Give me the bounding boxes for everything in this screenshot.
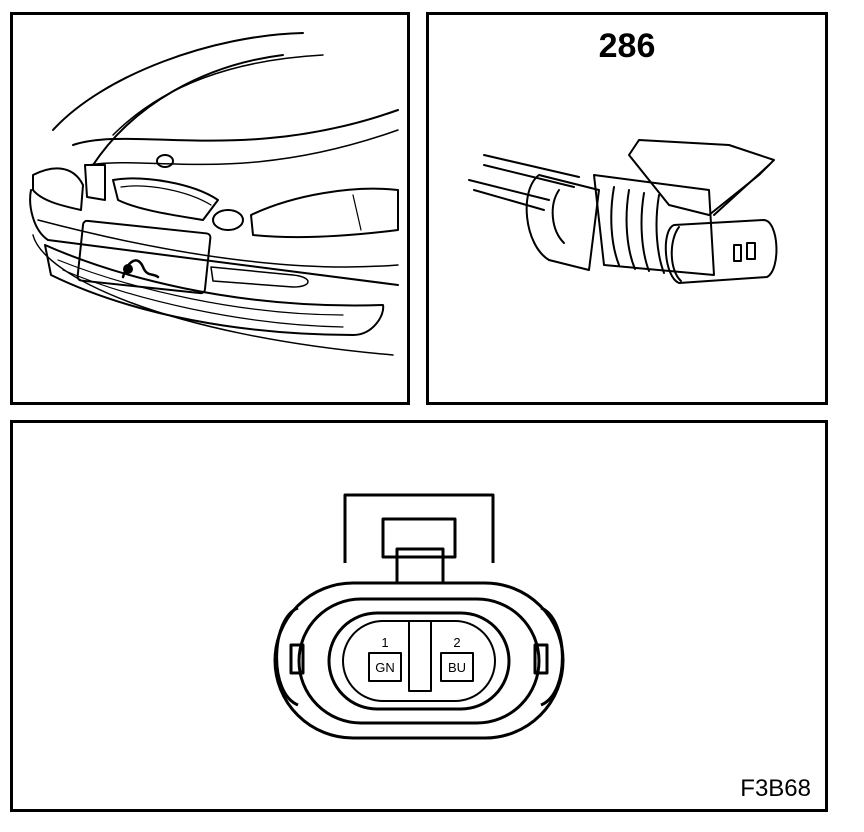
- hood-emblem: [156, 154, 174, 168]
- connector-drawing: [468, 139, 778, 284]
- latch-slot: [381, 517, 457, 559]
- pin-1-number: 1: [381, 635, 388, 650]
- latch-tab: [395, 547, 445, 585]
- connector-face-drawing: 1 GN 2 BU: [273, 493, 565, 740]
- pin-cavity: [327, 611, 511, 711]
- grille: [112, 177, 219, 221]
- car-front-panel: [10, 12, 410, 405]
- connector-face-panel: 1 GN 2 BU F3B68: [10, 420, 828, 812]
- component-reference: 286: [598, 27, 656, 65]
- pin-2-box: [440, 652, 474, 682]
- connector-panel: 286: [426, 12, 828, 405]
- headlight: [250, 187, 399, 239]
- pin-2-wire-color: BU: [448, 660, 466, 675]
- connector-outer-shell: [273, 581, 565, 740]
- license-plate: [76, 219, 212, 295]
- pin-1-wire-color: GN: [375, 660, 395, 675]
- pin-2-number: 2: [453, 635, 460, 650]
- latch-housing: [343, 493, 495, 563]
- figure-id: F3B68: [740, 775, 811, 802]
- connector-inner-shell: [297, 597, 541, 725]
- car-front-drawing: [29, 32, 399, 356]
- polarizing-key: [408, 620, 432, 692]
- pin-1-box: [368, 652, 402, 682]
